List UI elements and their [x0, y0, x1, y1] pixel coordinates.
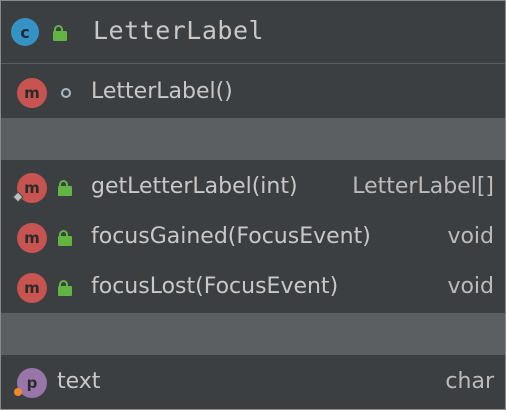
field-type: char — [445, 369, 494, 394]
method-return-type: void — [447, 224, 494, 249]
method-row[interactable]: m focusGained(FocusEvent) void — [1, 213, 505, 263]
package-visibility-icon — [61, 88, 71, 98]
public-lock-icon — [58, 180, 72, 196]
method-name: focusLost(FocusEvent) — [91, 274, 339, 299]
constructor-row[interactable]: m LetterLabel() — [1, 68, 505, 118]
public-lock-icon — [58, 230, 72, 246]
section-separator — [1, 118, 505, 160]
constructor-name: LetterLabel() — [91, 79, 233, 104]
method-name: getLetterLabel(int) — [91, 174, 298, 199]
method-row[interactable]: m getLetterLabel(int) LetterLabel[] — [1, 163, 505, 213]
method-return-type: void — [447, 274, 494, 299]
method-return-type: LetterLabel[] — [352, 174, 494, 199]
section-separator — [1, 313, 505, 355]
public-lock-icon — [58, 280, 72, 296]
class-header[interactable]: c LetterLabel — [1, 1, 505, 64]
class-icon: c — [11, 18, 39, 46]
property-icon: p — [17, 368, 47, 398]
static-marker-icon — [14, 388, 22, 396]
method-name: focusGained(FocusEvent) — [91, 224, 371, 249]
class-title: LetterLabel — [93, 16, 265, 45]
method-icon: m — [17, 78, 47, 108]
method-icon: m — [17, 223, 47, 253]
method-row[interactable]: m focusLost(FocusEvent) void — [1, 263, 505, 313]
method-icon: m — [17, 273, 47, 303]
field-name: text — [57, 369, 101, 394]
field-row[interactable]: p text char — [1, 358, 505, 408]
public-lock-icon — [53, 25, 67, 41]
